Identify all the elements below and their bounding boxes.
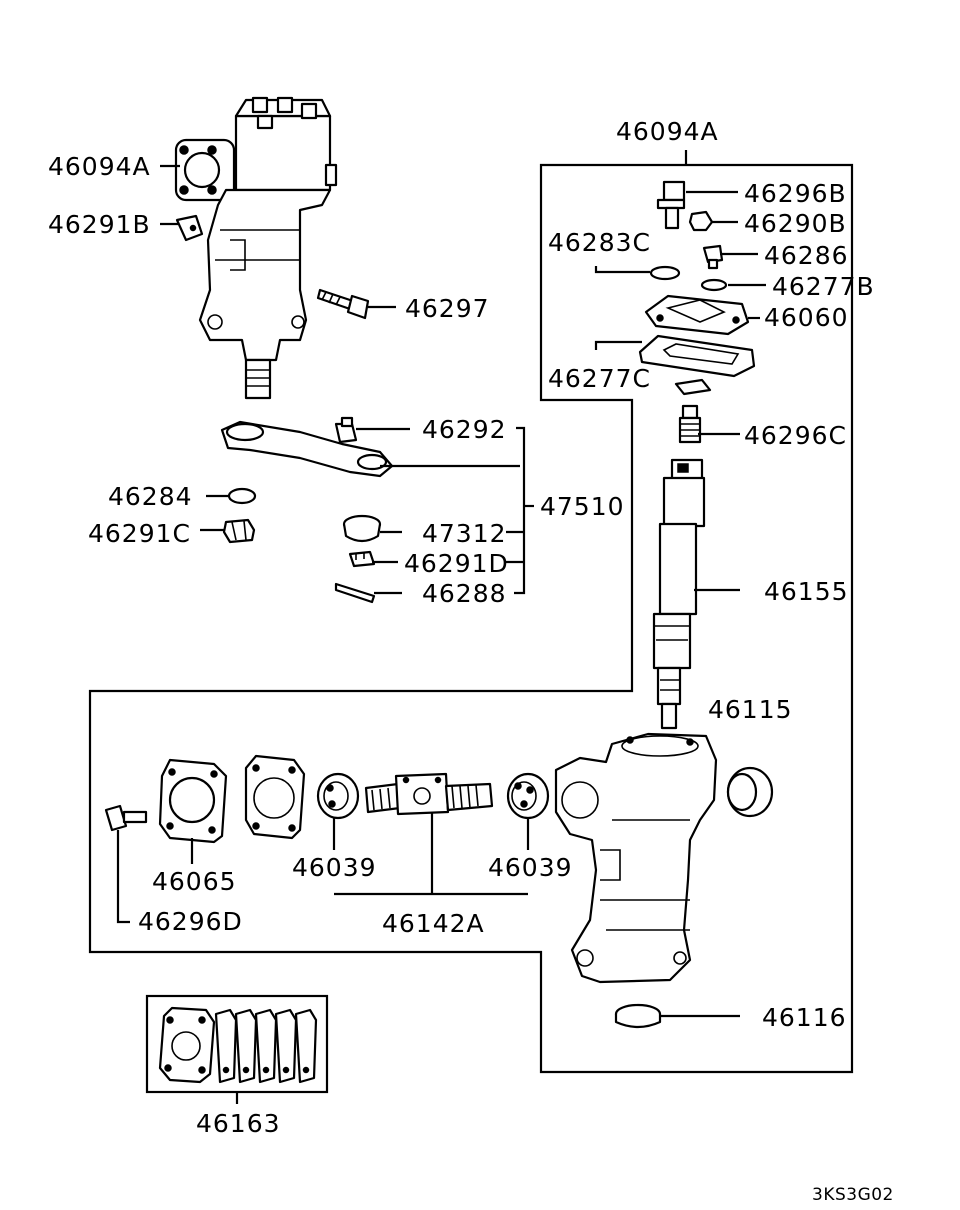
part-46284-washer [227, 487, 257, 505]
label-46060: 46060 [764, 303, 849, 332]
label-46142A: 46142A [382, 909, 485, 938]
part-end-gasket [244, 754, 306, 840]
part-gear-housing [554, 732, 718, 984]
label-46065: 46065 [152, 867, 237, 896]
part-small-plate [674, 378, 712, 396]
label-46283C: 46283C [548, 228, 651, 257]
part-46163-shim-kit [158, 1006, 318, 1084]
label-46286: 46286 [764, 241, 849, 270]
part-46155-shaft [652, 458, 706, 730]
diagram-code: 3KS3G02 [812, 1185, 894, 1205]
part-46286-cap-nut [702, 244, 724, 270]
label-46094A-top: 46094A [616, 117, 719, 146]
part-46291D-castle-nut [348, 550, 376, 568]
steering-gear-assembly-drawing [174, 96, 338, 400]
part-46115-bearing [726, 766, 774, 818]
part-46116-seal [614, 1003, 662, 1029]
label-47312: 47312 [422, 519, 507, 548]
part-46296D-bolt [104, 804, 148, 832]
part-46283C-seal [649, 265, 681, 281]
part-46277C-gasket [638, 334, 756, 378]
label-46094A-left: 46094A [48, 152, 151, 181]
label-46039-left: 46039 [292, 853, 377, 882]
label-46297: 46297 [405, 294, 490, 323]
part-46296C-stud [678, 404, 702, 444]
label-47510: 47510 [540, 492, 625, 521]
assembly-outline [88, 163, 854, 1074]
part-47312-dust-cover [342, 514, 382, 543]
part-46291C-nut [222, 518, 256, 544]
label-46288: 46288 [422, 579, 507, 608]
part-46297-bolt [316, 288, 370, 320]
part-46290B-nut [688, 210, 714, 232]
label-46291B: 46291B [48, 210, 151, 239]
part-46288-cotter-pin [334, 582, 376, 604]
label-46039-right: 46039 [488, 853, 573, 882]
label-46290B: 46290B [744, 209, 847, 238]
part-46277B-oring [700, 278, 728, 292]
part-46296B-bolt [656, 180, 686, 230]
part-46142A-ball-nut [364, 772, 494, 816]
leader-lines [116, 150, 766, 1104]
label-46115: 46115 [708, 695, 793, 724]
label-46291C: 46291C [88, 519, 191, 548]
label-46296B: 46296B [744, 179, 847, 208]
part-46039-bearing-left [316, 772, 360, 820]
label-46116: 46116 [762, 1003, 847, 1032]
label-46292: 46292 [422, 415, 507, 444]
part-pitman-arm [220, 416, 394, 478]
label-46296D: 46296D [138, 907, 243, 936]
label-46277C: 46277C [548, 364, 651, 393]
label-46277B: 46277B [772, 272, 875, 301]
part-46291B-nut [175, 214, 204, 242]
part-labels: 46094A 46291B 46297 46292 46284 46291C 4… [48, 117, 894, 1205]
label-46163: 46163 [196, 1109, 281, 1138]
label-46284: 46284 [108, 482, 193, 511]
label-46291D: 46291D [404, 549, 509, 578]
part-46065-end-plate [158, 758, 228, 844]
part-46039-bearing-right [506, 772, 550, 820]
label-46155: 46155 [764, 577, 849, 606]
part-46060-valve-cover [644, 294, 750, 336]
label-46296C: 46296C [744, 421, 847, 450]
